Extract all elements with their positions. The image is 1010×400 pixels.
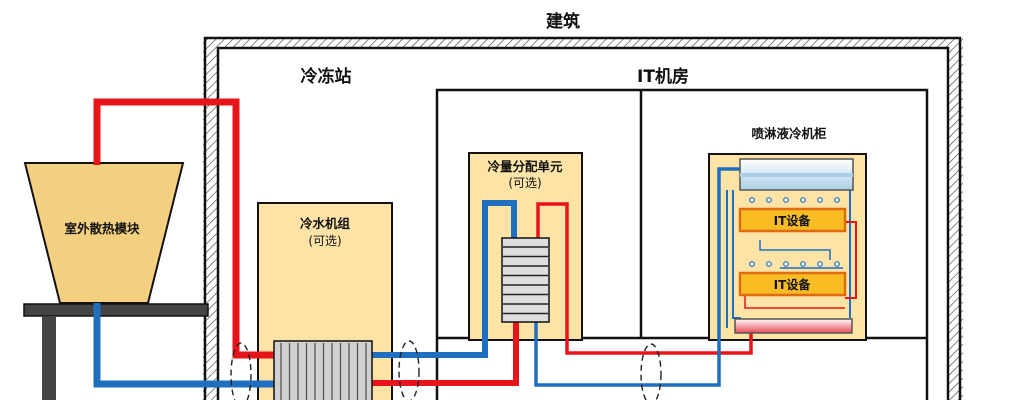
spray-coil-band (740, 173, 853, 177)
hot-pipe-chiller-cdu (372, 320, 519, 386)
outdoor-module-label: 室外散热模块 (64, 221, 140, 236)
spray-nozzle (817, 197, 823, 203)
spray-nozzle (749, 261, 755, 267)
chiller-optional-label: (可选) (308, 234, 341, 248)
it-room-label: IT机房 (637, 66, 689, 87)
spray-nozzle (783, 197, 789, 203)
spray-cabinet-label: 喷淋液冷机柜 (751, 126, 827, 141)
spray-nozzle (766, 197, 772, 203)
cabinet-manifolds (726, 190, 857, 328)
spray-nozzle (749, 197, 755, 203)
it-equipment-1 (738, 207, 847, 233)
cdu-optional-label: (可选) (508, 176, 541, 190)
spray-nozzle (834, 261, 840, 267)
chiller-label: 冷水机组 (300, 216, 351, 231)
cold-pipe-outdoor-chiller (93, 303, 278, 388)
it-equipment-1-label: IT设备 (774, 213, 812, 228)
spray-nozzle (783, 261, 789, 267)
spray-nozzle (834, 197, 840, 203)
cold-pipe-cabinet-cdu (534, 167, 741, 387)
spray-nozzle (766, 261, 772, 267)
cdu-label: 冷量分配单元 (487, 159, 563, 174)
chiller-heat-exchanger (273, 340, 373, 400)
spray-nozzles (749, 197, 840, 267)
cold-pipe-chiller-cdu (372, 200, 517, 358)
spray-nozzle (800, 261, 806, 267)
cdu-heat-exchanger (501, 237, 550, 323)
spray-nozzle (800, 197, 806, 203)
outdoor-module (23, 162, 209, 400)
wall-penetrations (230, 340, 662, 400)
hot-pipe-cdu-cabinet (536, 202, 753, 355)
spray-nozzle (817, 261, 823, 267)
it-equipment-2 (738, 271, 847, 297)
building-label: 建筑 (546, 11, 580, 32)
it-equipment-2-label: IT设备 (774, 277, 812, 292)
cooling-station-label: 冷冻站 (301, 66, 352, 87)
drain-tray (734, 318, 853, 334)
hot-pipe-outdoor-chiller (93, 98, 278, 359)
